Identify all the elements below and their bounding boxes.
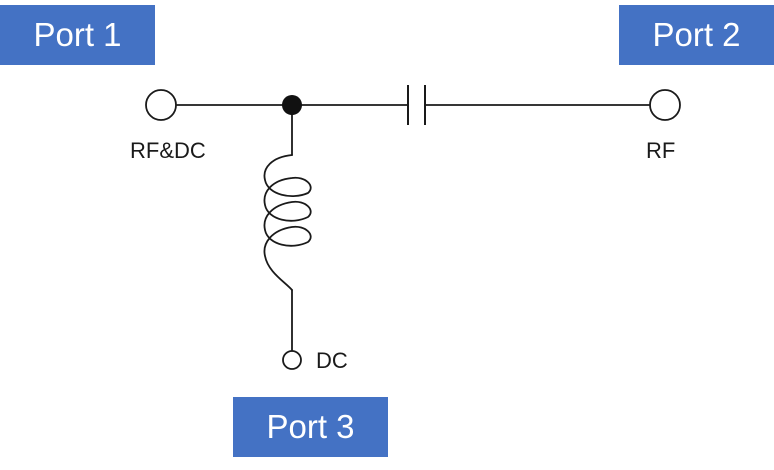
port-2-terminal-icon	[649, 89, 681, 121]
port-2-label: Port 2	[652, 16, 741, 53]
port-3-badge: Port 3	[233, 397, 388, 457]
port-1-terminal-icon	[145, 89, 177, 121]
rf-label: RF	[646, 138, 675, 163]
inductor-icon	[263, 154, 312, 291]
junction-icon	[282, 95, 302, 115]
rf-dc-label: RF&DC	[130, 138, 206, 163]
port-2-badge: Port 2	[619, 5, 774, 65]
dc-label: DC	[316, 348, 348, 373]
port-3-label: Port 3	[266, 408, 355, 445]
port-1-label: Port 1	[33, 16, 122, 53]
port-3-terminal-icon	[282, 350, 302, 370]
port-1-badge: Port 1	[0, 5, 155, 65]
capacitor-icon	[407, 85, 426, 125]
